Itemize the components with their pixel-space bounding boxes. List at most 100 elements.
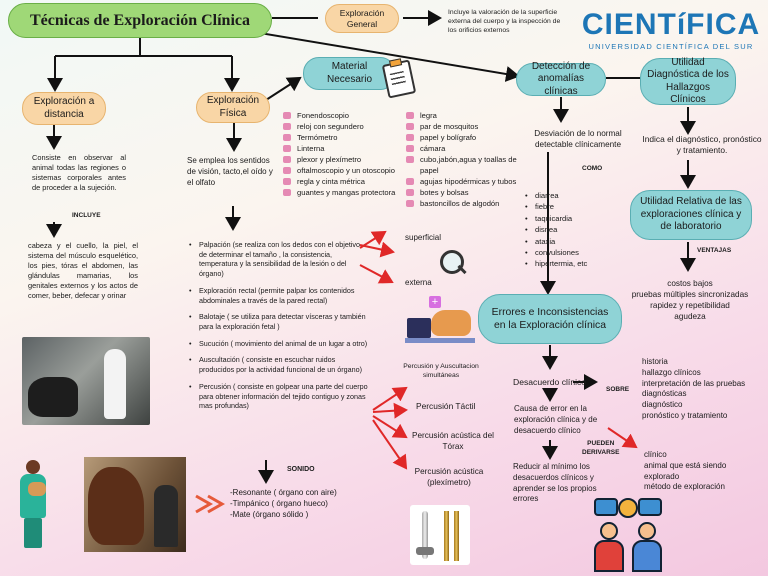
sonido-list: -Resonante ( órgano con aire) -Timpánico… <box>230 487 337 521</box>
list-item: disnea <box>525 224 605 236</box>
list-item: regla y cinta métrica <box>283 176 415 187</box>
vet-legs <box>24 518 42 548</box>
como-label: COMO <box>582 165 603 172</box>
fisica-desc: Se emplea los sentidos de visión, tacto,… <box>187 156 273 187</box>
list-item: ataxia <box>525 236 605 248</box>
speech-bubble-left <box>594 498 618 516</box>
person-left-head <box>600 522 618 540</box>
magnifier-handle <box>457 264 467 275</box>
relativa-list: costos bajos pruebas múltiples sincroniz… <box>631 279 749 322</box>
list-item: Linterna <box>283 143 415 154</box>
person-right-body <box>632 540 662 572</box>
plexor-hammer <box>422 511 428 559</box>
anomalias-desc: Desviación de lo normal detectable clíni… <box>534 129 622 150</box>
anomalias-list: diarrea fiebre taquicardia disnea ataxia… <box>525 190 605 270</box>
sonido-item: -Resonante ( órgano con aire) <box>230 488 337 497</box>
fisica-node: Exploración Física <box>196 92 270 123</box>
list-item: hipertermia, etc <box>525 258 605 270</box>
pueden-derivarse-label: PUEDEN DERIVARSE <box>582 440 620 456</box>
percusion-item-3: Percusión acústica (plexímetro) <box>414 467 484 488</box>
distancia-label: Exploración a distancia <box>33 96 95 120</box>
list-item: agujas hipodérmicas y tubos <box>406 176 530 187</box>
plexor-head <box>416 547 434 555</box>
list-item: Termómetro <box>283 132 415 143</box>
list-item: clínico <box>644 450 667 459</box>
list-item: método de exploración <box>644 482 725 492</box>
percusion-item-1: Percusión Táctil <box>416 401 476 411</box>
list-item: diagnóstico <box>642 400 683 410</box>
page-title: Técnicas de Exploración Clínica <box>30 11 250 29</box>
errores-node: Errores e Inconsistencias en la Explorac… <box>478 294 622 344</box>
relativa-label: Utilidad Relativa de las exploraciones c… <box>640 196 742 233</box>
table-shape <box>405 338 475 343</box>
plexor-image <box>410 505 470 565</box>
list-item: animal que está siendo explorado <box>644 460 727 481</box>
sobre-label: SOBRE <box>606 386 630 393</box>
superficial-label: superficial <box>405 233 442 242</box>
list-item: pronóstico y tratamiento <box>642 410 728 420</box>
list-item: guantes y mangas protectora <box>283 187 415 198</box>
list-item: legra <box>406 110 530 121</box>
list-item: cámara <box>406 143 530 154</box>
sonido-item: -Mate (órgano sólido ) <box>230 510 309 520</box>
percusion-item-0: Percusión y Auscultacion simultáneas <box>403 363 479 380</box>
plexor-plate-2 <box>454 511 459 561</box>
list-item: Sucución ( movimiento del animal de un l… <box>189 339 369 349</box>
list-item: reloj con segundero <box>283 121 415 132</box>
distancia-node: Exploración a distancia <box>22 92 106 125</box>
causa-text: Causa de error en la exploración clínica… <box>514 404 598 435</box>
person-left-body <box>594 540 624 572</box>
utilidad-label: Utilidad Diagnóstica de los Hallazgos Cl… <box>647 56 729 106</box>
horse-head-shape <box>88 467 144 545</box>
list-item: oftalmoscopio y un otoscopio <box>283 165 415 176</box>
list-item: diarrea <box>525 190 605 202</box>
list-item: bastoncillos de algodón <box>406 198 530 209</box>
general-label: Exploración General <box>339 7 385 29</box>
list-item: Palpación (se realiza con los dedos con … <box>189 240 369 279</box>
sonido-item: -Timpánico ( órgano hueco) <box>230 499 328 509</box>
vet-body <box>20 474 46 518</box>
cow-shape <box>28 377 78 417</box>
derivan-list: clínico animal que está siendo explorado… <box>644 450 762 493</box>
horse-photo <box>84 457 186 552</box>
list-item: cubo,jabón,agua y toallas de papel <box>406 154 530 176</box>
anomalias-label: Detección de anomalías clínicas <box>531 60 591 97</box>
reducir-text: Reducir al mínimo los desacuerdos clínic… <box>513 462 597 504</box>
cat-shape <box>431 310 471 336</box>
pet-exam-illustration: + <box>405 296 475 346</box>
ventajas-label: VENTAJAS <box>697 247 732 254</box>
utilidad-desc: Indica el diagnóstico, pronóstico y trat… <box>642 134 762 156</box>
relativa-node: Utilidad Relativa de las exploraciones c… <box>630 190 752 240</box>
anomalias-node: Detección de anomalías clínicas <box>516 60 606 97</box>
distancia-desc: Consiste en observar al animal todas las… <box>32 153 126 192</box>
plus-badge-icon: + <box>429 296 441 308</box>
title-node: Técnicas de Exploración Clínica <box>8 3 272 38</box>
clipboard-icon <box>381 58 417 99</box>
list-item: plexor y plexímetro <box>283 154 415 165</box>
list-item: Fonendoscopio <box>283 110 415 121</box>
list-item: fiebre <box>525 201 605 213</box>
sobre-list: historia hallazgo clínicos interpretació… <box>642 357 764 422</box>
logo-sub-text: UNIVERSIDAD CIENTÍFICA DEL SUR <box>588 42 754 51</box>
vet-head <box>26 460 40 474</box>
list-item: Percusión ( consiste en golpear una part… <box>189 382 369 411</box>
clipboard-lines <box>389 70 407 88</box>
desacuerdo-label: Desacuerdo clínico <box>513 377 587 387</box>
percusion-item-2: Percusión acústica del Tórax <box>412 431 494 452</box>
clipboard-clip <box>388 58 403 68</box>
conflict-icon <box>618 498 638 518</box>
dog-shape <box>28 482 46 496</box>
fisica-technique-list: Palpación (se realiza con los dedos con … <box>189 240 369 418</box>
person-shape <box>154 485 178 547</box>
monitor-shape <box>407 318 431 338</box>
list-item: convulsiones <box>525 247 605 259</box>
list-item: interpretación de las pruebas diagnóstic… <box>642 378 746 399</box>
list-item: hallazgo clínicos <box>642 367 701 377</box>
material-label: Material Necesario <box>326 61 373 85</box>
list-item: taquicardia <box>525 213 605 225</box>
list-item: Auscultación ( consiste en escuchar ruid… <box>189 355 369 374</box>
incluye-label: INCLUYE <box>72 212 101 219</box>
vet-dog-illustration <box>14 458 54 550</box>
person-right-head <box>638 522 656 540</box>
distancia-list: cabeza y el cuello, la piel, el sistema … <box>28 241 138 300</box>
